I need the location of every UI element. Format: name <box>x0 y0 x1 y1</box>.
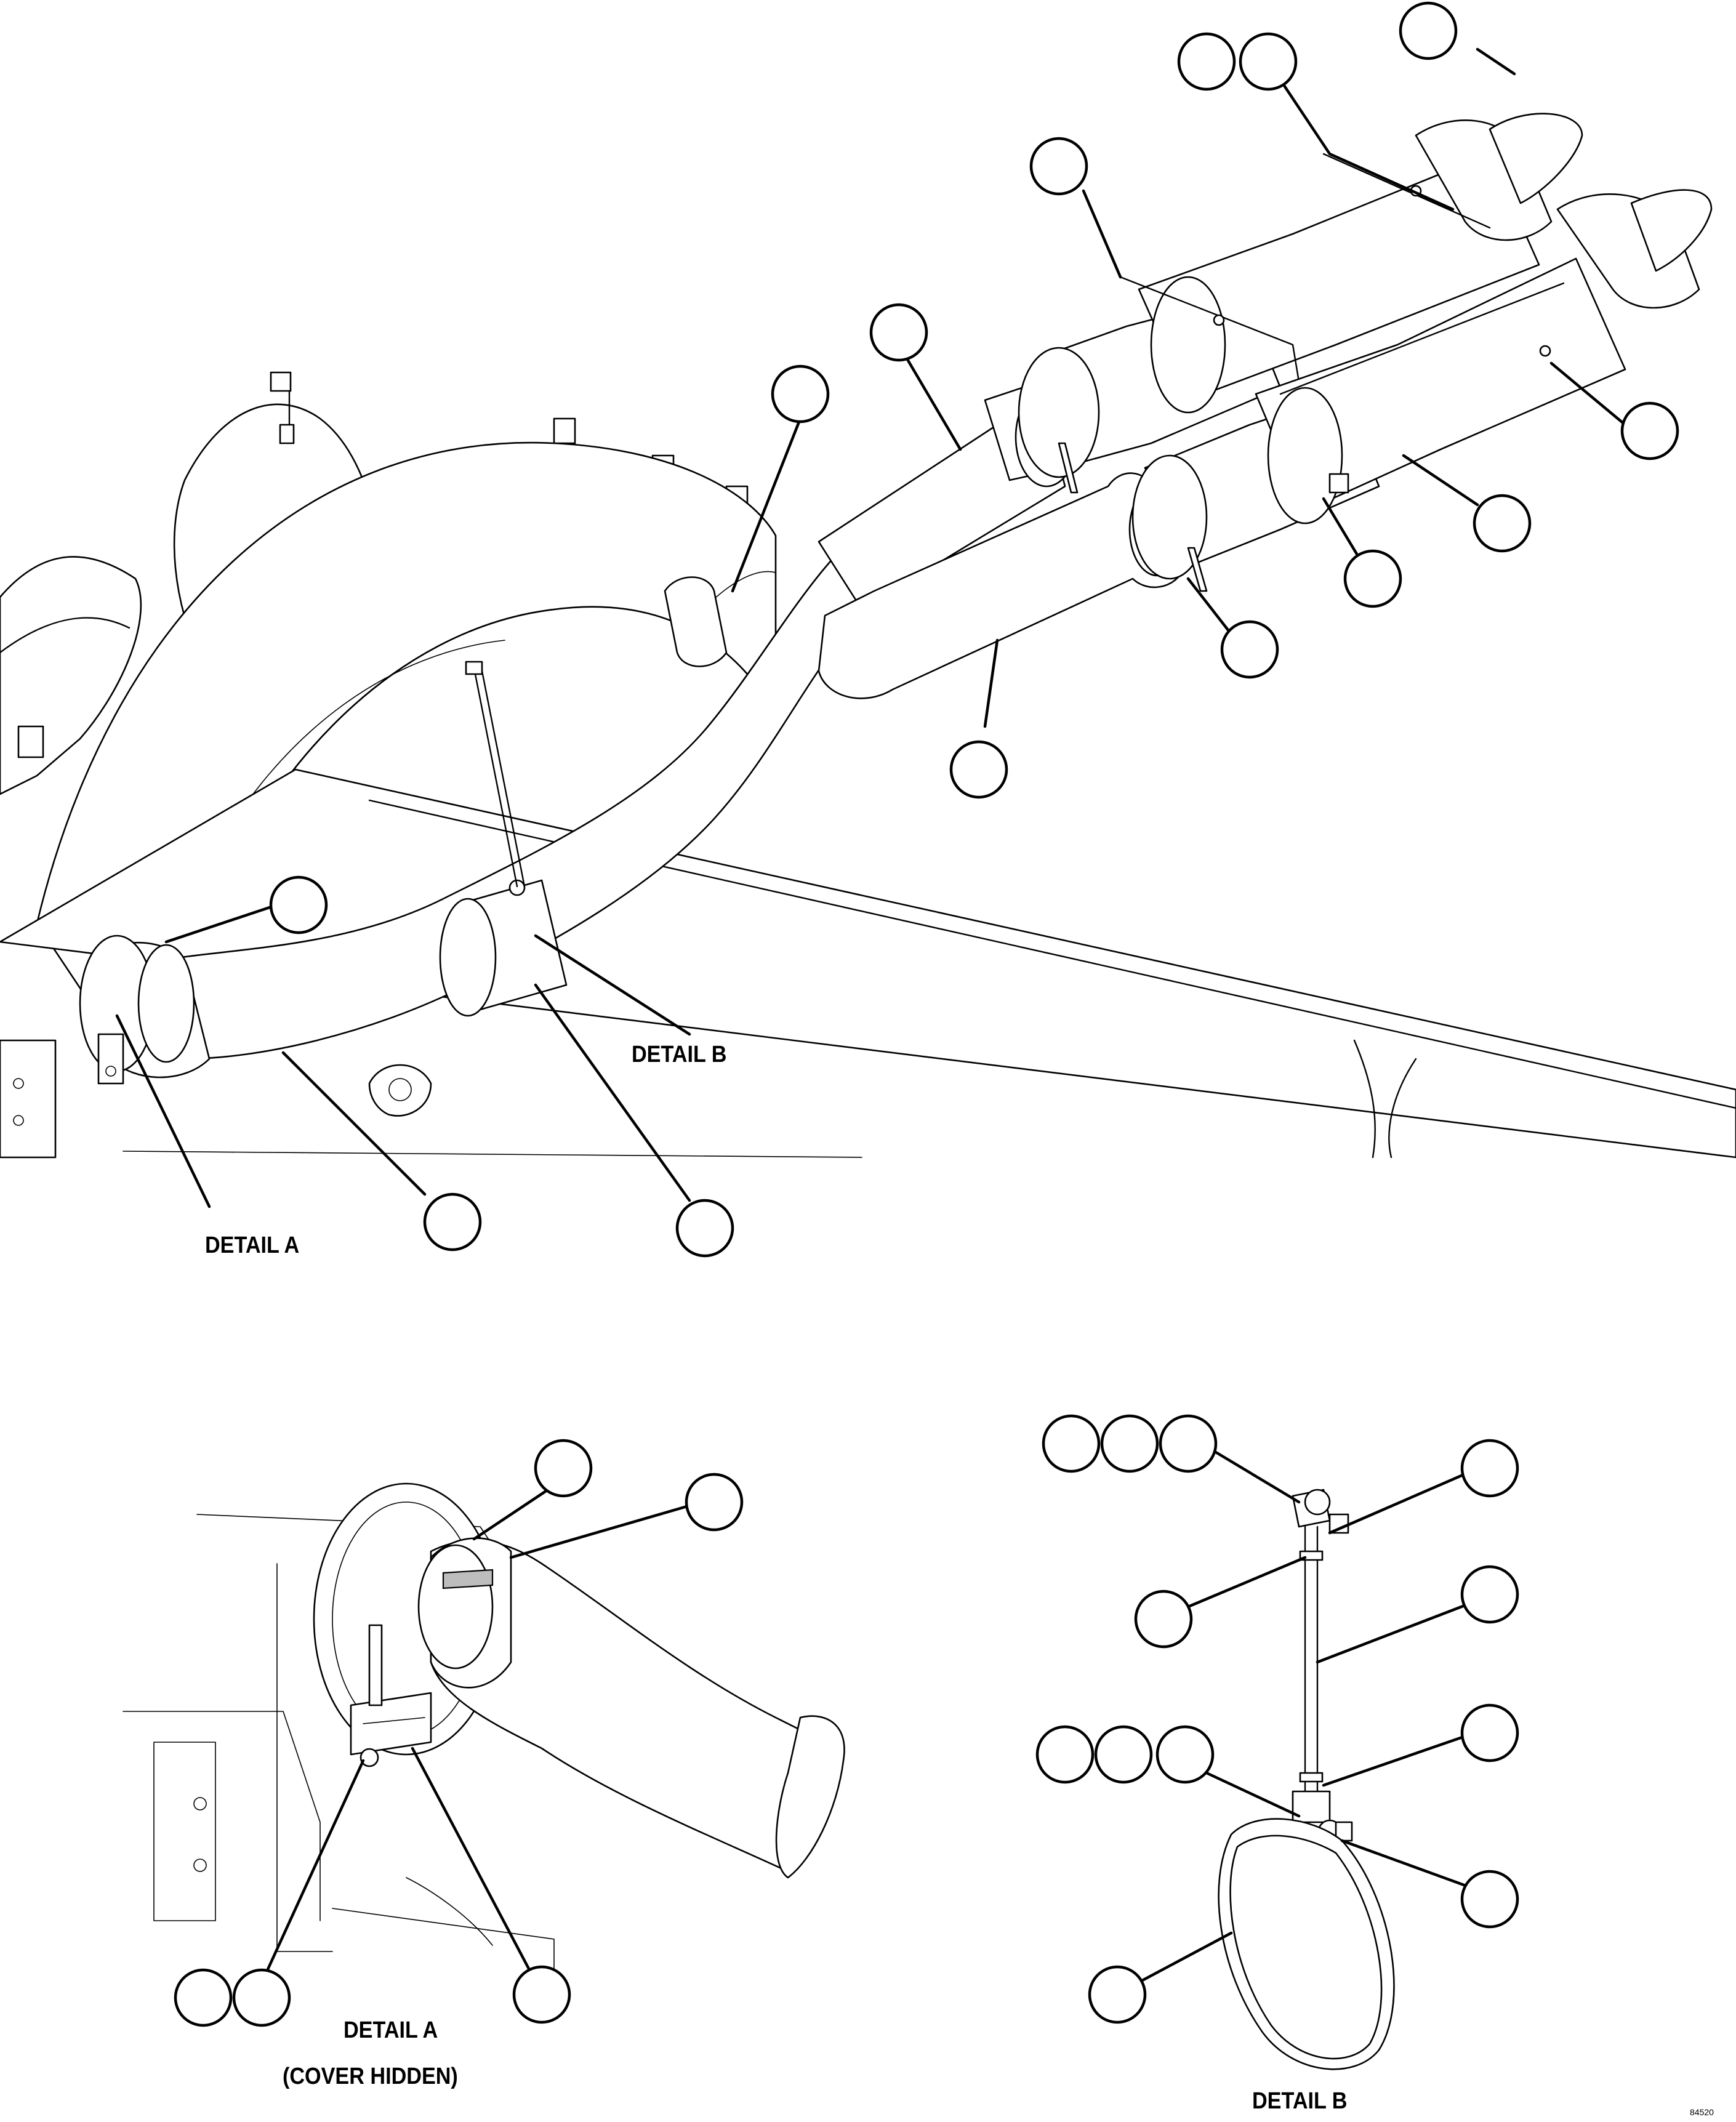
item-balloon <box>1134 1589 1193 1649</box>
item-balloon <box>1029 137 1088 196</box>
drawing-number: 84520 <box>1690 2107 1714 2117</box>
item-balloon <box>1399 1 1458 60</box>
item-balloon <box>675 1199 734 1258</box>
detail-a-callout: DETAIL A <box>205 1231 299 1258</box>
detail-b-callout: DETAIL B <box>632 1040 726 1067</box>
item-balloon <box>685 1473 744 1532</box>
item-balloon <box>1159 1414 1218 1473</box>
item-balloons <box>174 1 1679 2027</box>
item-balloon <box>949 740 1008 799</box>
labels: DETAIL B DETAIL A DETAIL A (COVER HIDDEN… <box>205 1040 1714 2117</box>
detail-b-title: DETAIL B <box>1252 2087 1347 2113</box>
item-balloon <box>423 1192 482 1252</box>
detail-a-subtitle: (COVER HIDDEN) <box>283 2062 458 2089</box>
item-balloon <box>1155 1725 1215 1784</box>
item-balloon <box>1460 1870 1519 1929</box>
item-balloon <box>512 1965 571 2024</box>
item-balloon <box>1343 549 1402 608</box>
item-balloon <box>232 1968 291 2027</box>
item-balloon <box>174 1968 233 2027</box>
item-balloon <box>534 1439 593 1498</box>
upper-muffler-assembly <box>818 113 1583 611</box>
item-balloon <box>869 303 928 362</box>
item-balloon <box>1035 1725 1095 1784</box>
item-balloon <box>771 364 830 424</box>
item-balloon <box>1042 1414 1101 1473</box>
lower-muffler-assembly <box>818 189 1713 699</box>
item-balloon <box>1460 1565 1519 1624</box>
detail-b-view <box>1218 1489 1395 2070</box>
pipe-coupler <box>664 576 728 667</box>
leader-lines <box>115 47 1627 1984</box>
item-balloon <box>1239 32 1298 91</box>
item-balloon <box>1177 32 1236 91</box>
item-balloon <box>1100 1414 1159 1473</box>
item-balloon <box>1460 1703 1519 1762</box>
item-balloon <box>1620 401 1679 460</box>
detail-a-title: DETAIL A <box>344 2016 438 2043</box>
item-balloon <box>1473 494 1532 553</box>
main-view <box>0 113 1736 1159</box>
frame-rail <box>0 768 1736 1159</box>
item-balloon <box>1094 1725 1153 1784</box>
item-balloon <box>1088 1965 1147 2024</box>
item-balloon <box>269 875 328 934</box>
item-balloon <box>1460 1439 1519 1498</box>
s-bend-exhaust-pipe <box>79 442 1048 1085</box>
detail-a-view <box>123 1482 845 1977</box>
item-balloon <box>1220 620 1279 679</box>
